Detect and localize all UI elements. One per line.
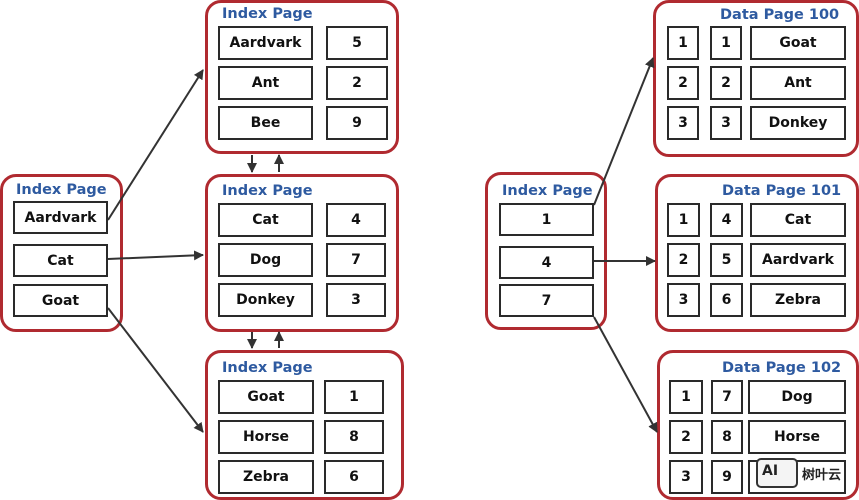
page-cell: 4 [710, 203, 743, 237]
page-title: Index Page [222, 6, 313, 22]
page-cell: 8 [324, 420, 384, 454]
page-cell: Aardvark [750, 243, 846, 277]
page-cell: 7 [499, 284, 594, 317]
page-cell: Dog [748, 380, 846, 414]
page-cell: Bee [218, 106, 313, 140]
page-title: Index Page [16, 182, 107, 198]
page-cell: 4 [499, 246, 594, 279]
page-title: Data Page 102 [722, 360, 842, 376]
page-cell: Aardvark [13, 201, 108, 234]
page-title: Index Page [222, 360, 313, 376]
page-cell: 5 [326, 26, 388, 60]
page-cell: 6 [324, 460, 384, 494]
page-cell: 1 [499, 203, 594, 236]
pointer-arrow [593, 316, 658, 433]
page-cell: 2 [710, 66, 742, 100]
page-cell: 7 [326, 243, 386, 277]
page-cell: Zebra [750, 283, 846, 317]
page-cell: 3 [326, 283, 386, 317]
page-cell: Goat [13, 284, 108, 317]
page-cell: 2 [667, 66, 699, 100]
page-cell: 4 [326, 203, 386, 237]
page-cell: Horse [748, 420, 846, 454]
page-cell: 1 [710, 26, 742, 60]
page-cell: Zebra [218, 460, 314, 494]
page-cell: Donkey [750, 106, 846, 140]
page-cell: Cat [13, 244, 108, 277]
page-cell: 2 [326, 66, 388, 100]
page-title: Index Page [502, 183, 593, 199]
page-title: Data Page 100 [720, 7, 840, 23]
page-cell: 1 [667, 203, 700, 237]
page-cell: Dog [218, 243, 313, 277]
page-cell: 3 [667, 283, 700, 317]
page-cell: Horse [218, 420, 314, 454]
page-cell: 1 [669, 380, 703, 414]
page-cell: 9 [711, 460, 743, 494]
watermark-text: 树叶云 [802, 467, 842, 483]
page-cell: 8 [711, 420, 743, 454]
page-cell: 1 [324, 380, 384, 414]
page-cell: 1 [667, 26, 699, 60]
page-title: Index Page [222, 183, 313, 199]
watermark: AI 树叶云 [756, 455, 852, 491]
page-cell: 2 [669, 420, 703, 454]
page-cell: Aardvark [218, 26, 313, 60]
page-cell: Donkey [218, 283, 313, 317]
page-cell: 3 [669, 460, 703, 494]
page-cell: Ant [750, 66, 846, 100]
page-cell: 2 [667, 243, 700, 277]
page-title: Data Page 101 [722, 183, 842, 199]
page-cell: 6 [710, 283, 743, 317]
page-cell: Cat [218, 203, 313, 237]
page-cell: Cat [750, 203, 846, 237]
page-cell: Goat [750, 26, 846, 60]
page-cell: 3 [667, 106, 699, 140]
watermark-logo: AI [756, 458, 798, 488]
page-cell: Ant [218, 66, 313, 100]
page-cell: 7 [711, 380, 743, 414]
page-cell: Goat [218, 380, 314, 414]
page-cell: 5 [710, 243, 743, 277]
page-cell: 3 [710, 106, 742, 140]
page-cell: 9 [326, 106, 388, 140]
pointer-arrow [107, 307, 204, 433]
